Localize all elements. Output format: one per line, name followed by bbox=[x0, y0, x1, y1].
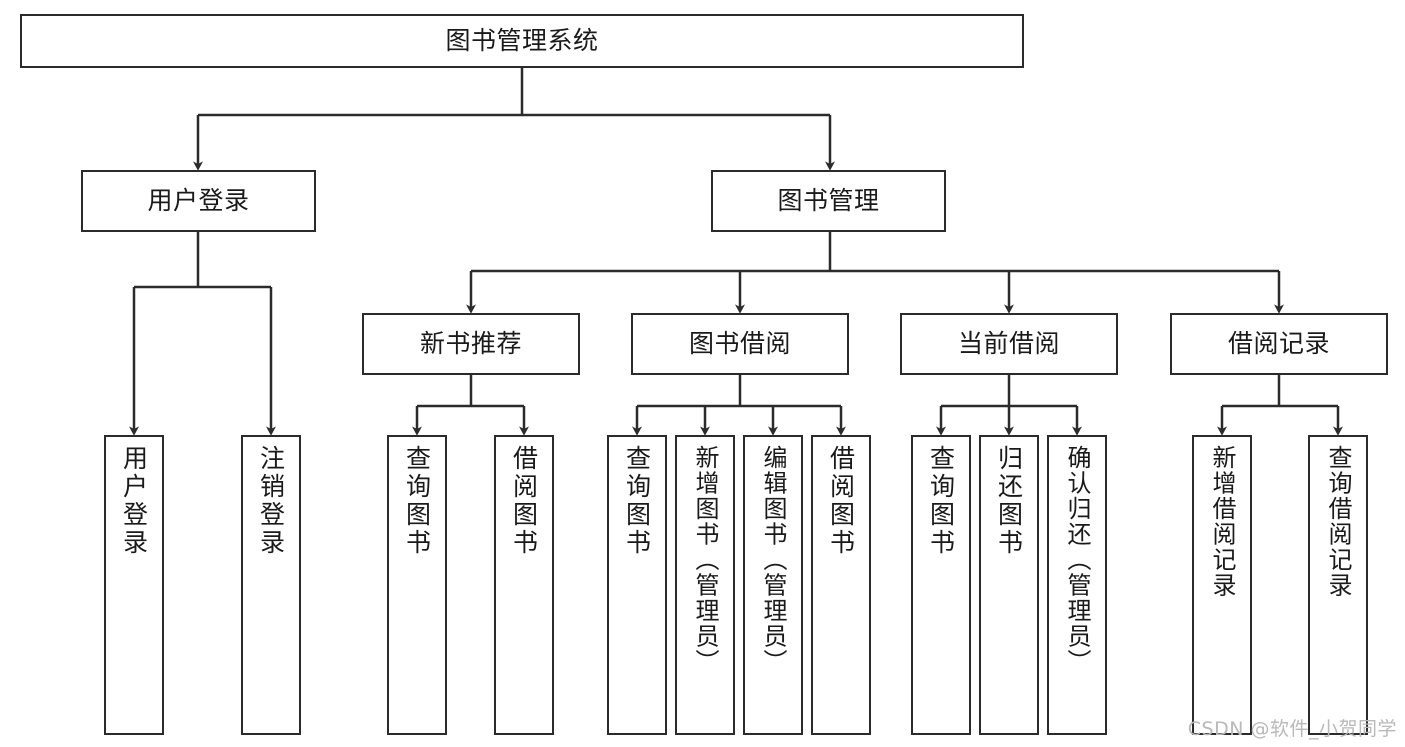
leaf-borrow-add-book-admin[interactable]: 新增图书（管理员） bbox=[675, 435, 735, 735]
leaf-borrow-borrow-book[interactable]: 借阅图书 bbox=[811, 435, 871, 735]
leaf-current-return-book[interactable]: 归还图书 bbox=[979, 435, 1039, 735]
leaf-recommend-borrow-book[interactable]: 借阅图书 bbox=[494, 435, 554, 735]
leaf-recommend-query-book[interactable]: 查询图书 bbox=[387, 435, 447, 735]
node-label: 用户登录 bbox=[147, 186, 250, 216]
node-label: 归还图书 bbox=[994, 445, 1024, 557]
node-borrow-record[interactable]: 借阅记录 bbox=[1170, 313, 1388, 375]
node-label: 新书推荐 bbox=[419, 329, 522, 359]
leaf-user-login-signin[interactable]: 用户登录 bbox=[104, 435, 164, 735]
leaf-current-query-book[interactable]: 查询图书 bbox=[911, 435, 971, 735]
node-label: 编辑图书（管理员） bbox=[759, 445, 787, 675]
leaf-current-confirm-return-admin[interactable]: 确认归还（管理员） bbox=[1047, 435, 1107, 735]
node-label: 当前借阅 bbox=[957, 329, 1060, 359]
node-label: 新增借阅记录 bbox=[1208, 445, 1236, 598]
node-label: 查询图书 bbox=[622, 445, 652, 557]
node-label: 注销登录 bbox=[256, 445, 286, 557]
node-root-system[interactable]: 图书管理系统 bbox=[20, 14, 1024, 68]
leaf-user-login-signout[interactable]: 注销登录 bbox=[241, 435, 301, 735]
node-label: 图书管理系统 bbox=[445, 26, 599, 56]
node-label: 新增图书（管理员） bbox=[691, 445, 719, 675]
node-label: 查询借阅记录 bbox=[1324, 445, 1352, 598]
node-user-login[interactable]: 用户登录 bbox=[81, 170, 316, 232]
node-label: 图书借阅 bbox=[688, 329, 791, 359]
node-label: 查询图书 bbox=[926, 445, 956, 557]
node-label: 确认归还（管理员） bbox=[1063, 445, 1091, 675]
leaf-borrow-query-book[interactable]: 查询图书 bbox=[607, 435, 667, 735]
node-current-borrow[interactable]: 当前借阅 bbox=[900, 313, 1118, 375]
node-label: 借阅图书 bbox=[509, 445, 539, 557]
node-book-management[interactable]: 图书管理 bbox=[711, 170, 946, 232]
leaf-record-query-record[interactable]: 查询借阅记录 bbox=[1308, 435, 1368, 735]
leaf-borrow-edit-book-admin[interactable]: 编辑图书（管理员） bbox=[743, 435, 803, 735]
leaf-record-add-record[interactable]: 新增借阅记录 bbox=[1192, 435, 1252, 735]
node-label: 借阅图书 bbox=[826, 445, 856, 557]
watermark-text: CSDN @软件_小贺同学 bbox=[1187, 718, 1397, 740]
node-label: 查询图书 bbox=[402, 445, 432, 557]
node-new-book-recommend[interactable]: 新书推荐 bbox=[362, 313, 580, 375]
node-book-borrow[interactable]: 图书借阅 bbox=[631, 313, 849, 375]
node-label: 图书管理 bbox=[777, 186, 880, 216]
node-label: 用户登录 bbox=[119, 445, 149, 557]
node-label: 借阅记录 bbox=[1227, 329, 1330, 359]
